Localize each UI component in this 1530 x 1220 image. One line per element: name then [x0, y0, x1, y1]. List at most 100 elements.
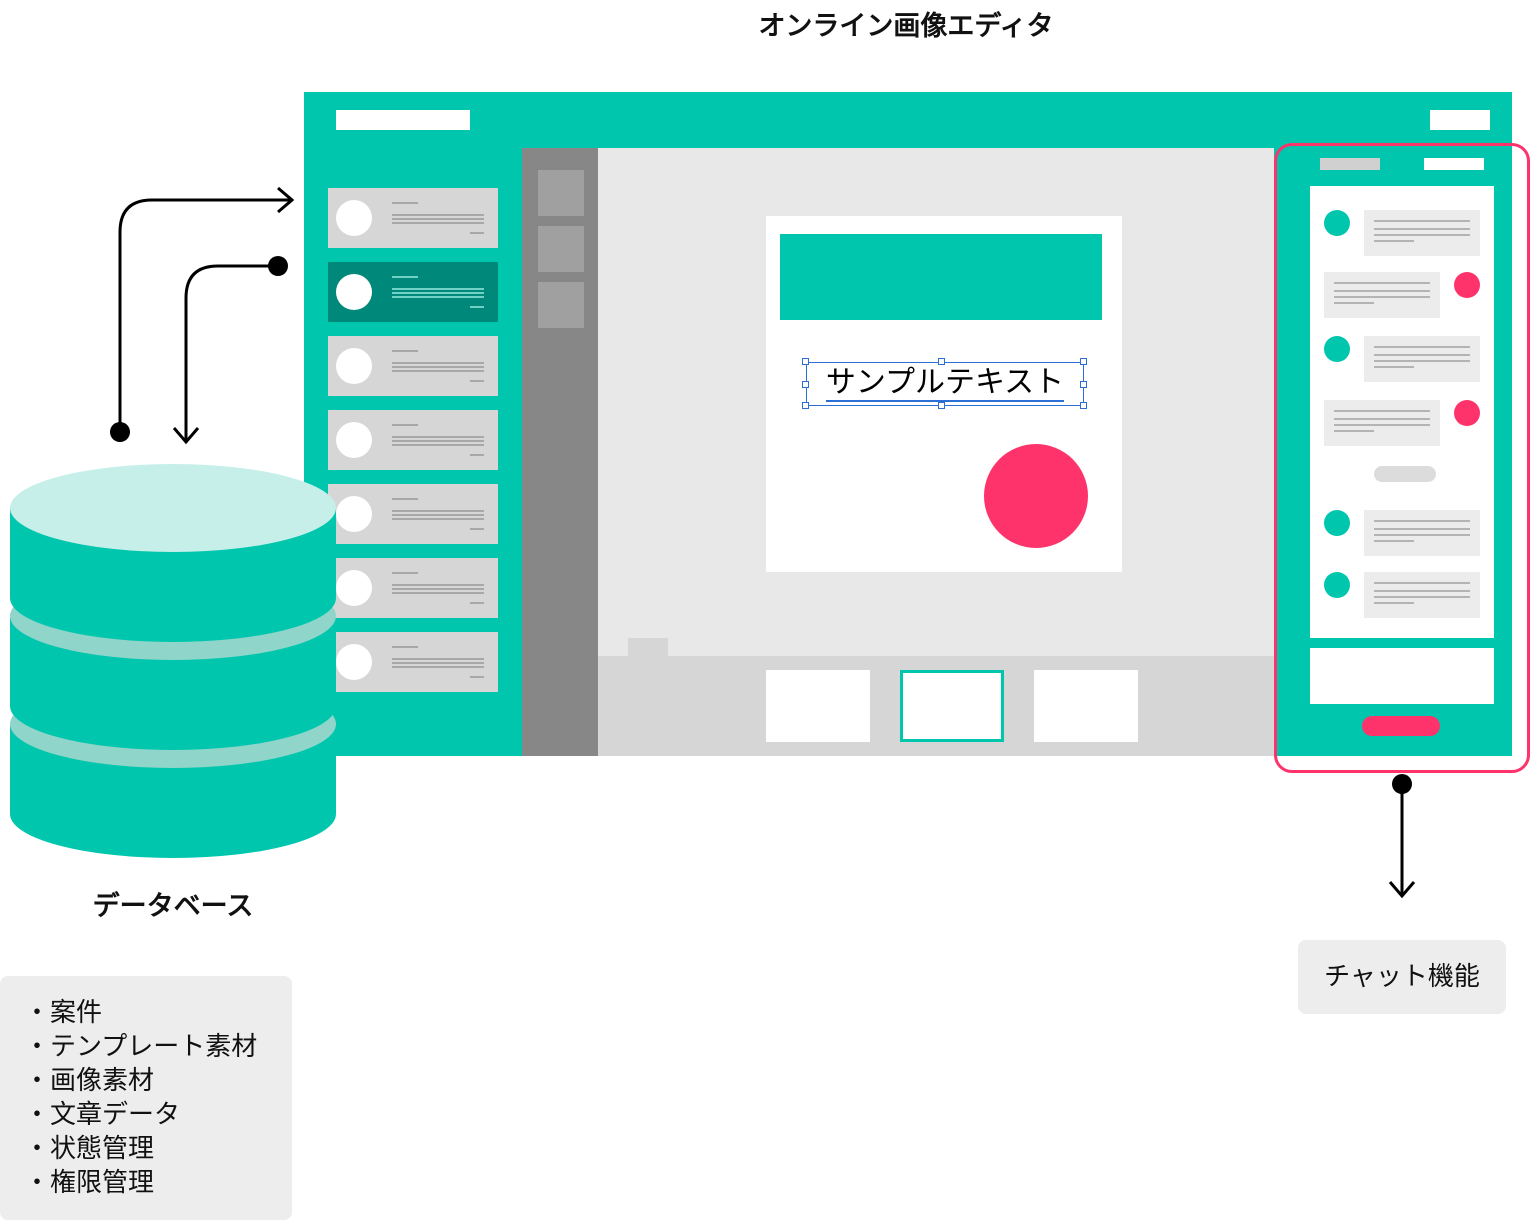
text-placeholder-line: [392, 362, 484, 364]
text-placeholder-line: [392, 424, 418, 426]
avatar: [336, 570, 372, 606]
text-placeholder-line: [392, 666, 484, 668]
text-placeholder-line: [470, 454, 484, 456]
database-item: 案件: [24, 996, 292, 1030]
database-contents-box: 案件テンプレート素材画像素材文章データ状態管理権限管理: [0, 976, 292, 1220]
chat-header-button[interactable]: [1424, 158, 1484, 170]
avatar: [336, 274, 372, 310]
database-icon: [10, 464, 336, 858]
text-placeholder-line: [392, 214, 484, 216]
project-list-item[interactable]: [328, 410, 498, 470]
doc-banner-shape[interactable]: [780, 234, 1102, 320]
chat-avatar: [1324, 210, 1350, 236]
chat-bubble: [1364, 210, 1480, 256]
text-placeholder-line: [1374, 228, 1470, 230]
text-placeholder-line: [1374, 590, 1470, 592]
project-list-item[interactable]: [328, 188, 498, 248]
resize-handle[interactable]: [938, 402, 945, 409]
resize-handle[interactable]: [1080, 358, 1087, 365]
resize-handle[interactable]: [1080, 402, 1087, 409]
text-placeholder-line: [392, 646, 418, 648]
resize-handle[interactable]: [938, 358, 945, 365]
text-placeholder-line: [392, 202, 418, 204]
text-placeholder-line: [392, 370, 484, 372]
page-thumbnail-selected[interactable]: [900, 670, 1004, 742]
doc-circle-shape[interactable]: [984, 444, 1088, 548]
text-placeholder-line: [392, 440, 484, 442]
text-placeholder-line: [1334, 290, 1430, 292]
text-placeholder-line: [1374, 354, 1470, 356]
sample-text-element[interactable]: サンプルテキスト: [806, 362, 1084, 406]
database-item: テンプレート素材: [24, 1030, 292, 1064]
arrowhead-down: [172, 427, 200, 445]
text-placeholder-line: [470, 528, 484, 530]
database-item: 文章データ: [24, 1098, 292, 1132]
text-placeholder-line: [1374, 520, 1470, 522]
arrowhead-right: [277, 186, 295, 214]
diagram-title: オンライン画像エディタ: [758, 11, 1054, 42]
chat-bubble: [1364, 572, 1480, 618]
chat-bubble: [1364, 510, 1480, 556]
send-button[interactable]: [1362, 716, 1440, 736]
tool-button[interactable]: [538, 170, 584, 216]
resize-handle[interactable]: [1080, 381, 1087, 388]
chat-bubble: [1364, 336, 1480, 382]
arrow-start-dot: [268, 256, 288, 276]
chat-input[interactable]: [1310, 648, 1494, 704]
text-placeholder-line: [470, 676, 484, 678]
database-contents-list: 案件テンプレート素材画像素材文章データ状態管理権限管理: [0, 976, 292, 1200]
text-placeholder-line: [1374, 366, 1414, 368]
arrow-db-to-editor: [118, 198, 290, 430]
project-list-item[interactable]: [328, 484, 498, 544]
chat-header-title-bar: [1320, 158, 1380, 170]
text-placeholder-line: [392, 276, 418, 278]
text-placeholder-line: [1374, 582, 1470, 584]
avatar: [336, 422, 372, 458]
page-thumbnail[interactable]: [1034, 670, 1138, 742]
text-placeholder-line: [1374, 528, 1470, 530]
thumbnail-strip-tab[interactable]: [628, 638, 668, 658]
text-placeholder-line: [1334, 410, 1430, 412]
resize-handle[interactable]: [802, 402, 809, 409]
text-placeholder-line: [392, 588, 484, 590]
tool-button[interactable]: [538, 226, 584, 272]
text-placeholder-line: [392, 498, 418, 500]
avatar: [336, 200, 372, 236]
text-placeholder-line: [1334, 418, 1430, 420]
avatar: [336, 496, 372, 532]
chat-avatar: [1454, 272, 1480, 298]
text-placeholder-line: [392, 218, 484, 220]
text-placeholder-line: [470, 602, 484, 604]
database-item: 状態管理: [24, 1132, 292, 1166]
chat-avatar: [1324, 510, 1350, 536]
project-list-item-selected[interactable]: [328, 262, 498, 322]
date-separator: [1374, 466, 1436, 482]
resize-handle[interactable]: [802, 358, 809, 365]
database-item: 権限管理: [24, 1166, 292, 1200]
chat-feature-label: チャット機能: [1298, 940, 1506, 1014]
text-placeholder-line: [392, 510, 484, 512]
text-placeholder-line: [392, 584, 484, 586]
chat-avatar: [1324, 336, 1350, 362]
text-placeholder-line: [392, 572, 418, 574]
text-placeholder-line: [392, 366, 484, 368]
text-placeholder-line: [392, 292, 484, 294]
arrow-start-dot: [110, 422, 130, 442]
tool-button[interactable]: [538, 282, 584, 328]
avatar: [336, 644, 372, 680]
project-list-item[interactable]: [328, 558, 498, 618]
resize-handle[interactable]: [802, 381, 809, 388]
text-placeholder-line: [1334, 302, 1374, 304]
text-placeholder-line: [392, 222, 484, 224]
database-item: 画像素材: [24, 1064, 292, 1098]
text-placeholder-line: [470, 380, 484, 382]
project-list-item[interactable]: [328, 336, 498, 396]
text-placeholder-line: [470, 232, 484, 234]
editor-header-button[interactable]: [1430, 110, 1490, 130]
text-placeholder-line: [392, 288, 484, 290]
project-list-item[interactable]: [328, 632, 498, 692]
text-placeholder-line: [1374, 346, 1470, 348]
page-thumbnail[interactable]: [766, 670, 870, 742]
text-placeholder-line: [392, 658, 484, 660]
